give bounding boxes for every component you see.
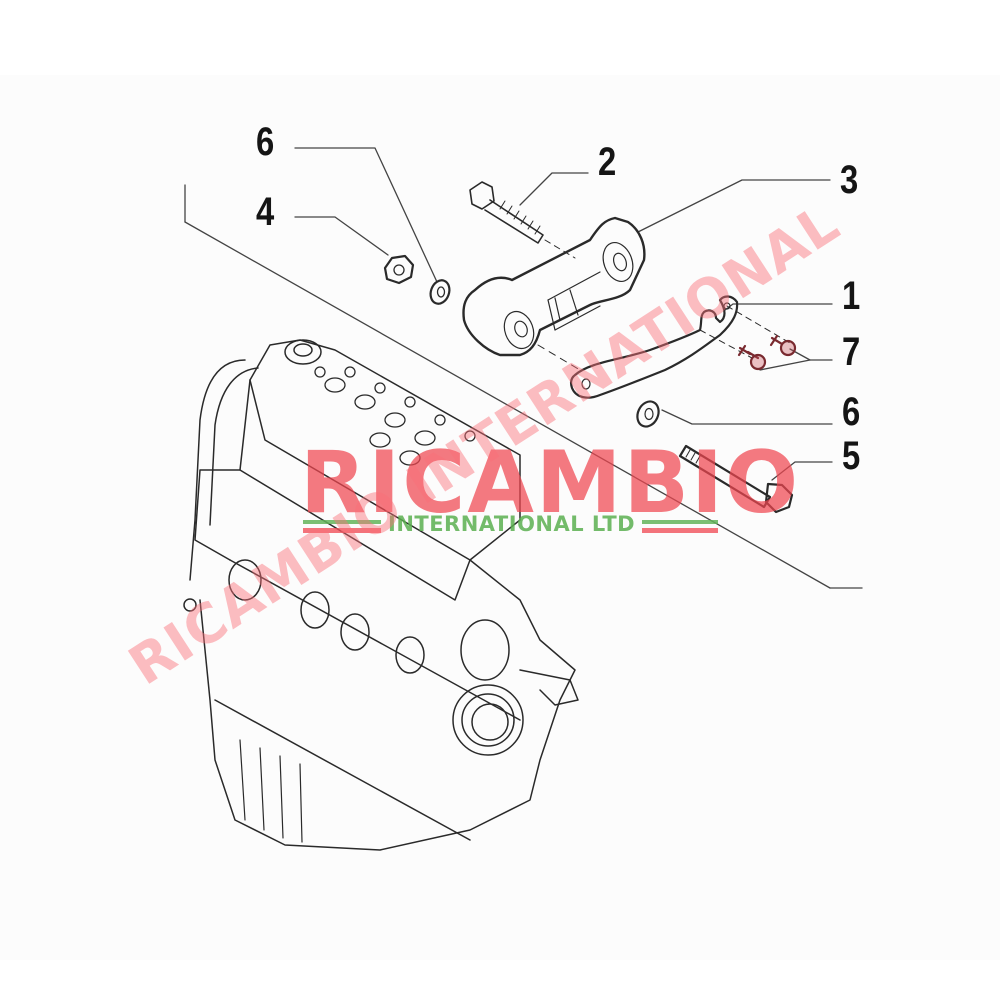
callout-5: 5 xyxy=(842,434,861,478)
part-4-nut xyxy=(383,254,415,285)
watermark-stripes-right xyxy=(642,520,718,534)
part-7-screws xyxy=(737,334,797,371)
leader-lines xyxy=(294,147,833,481)
callout-4: 4 xyxy=(256,190,275,234)
callout-7: 7 xyxy=(842,330,861,374)
callout-3: 3 xyxy=(840,158,859,202)
part-6-washer-upper xyxy=(429,279,451,305)
part-3-engine-mount xyxy=(462,216,646,371)
diagram-canvas xyxy=(0,75,1000,960)
assembly-reference-line xyxy=(184,184,863,589)
part-1-bracket xyxy=(569,295,791,399)
watermark-stripes-left xyxy=(303,520,381,534)
part-2-bolt xyxy=(469,181,576,259)
callout-6-upper: 6 xyxy=(256,120,275,164)
engine-block xyxy=(183,339,579,851)
part-5-bolt xyxy=(678,444,794,514)
watermark-brand: RICAMBIO xyxy=(300,433,801,533)
part-6-washer-lower xyxy=(636,400,660,428)
callout-1: 1 xyxy=(842,274,861,318)
callout-2: 2 xyxy=(598,140,617,184)
callout-6-lower: 6 xyxy=(842,390,861,434)
watermark-subtitle: INTERNATIONAL LTD xyxy=(388,512,636,536)
